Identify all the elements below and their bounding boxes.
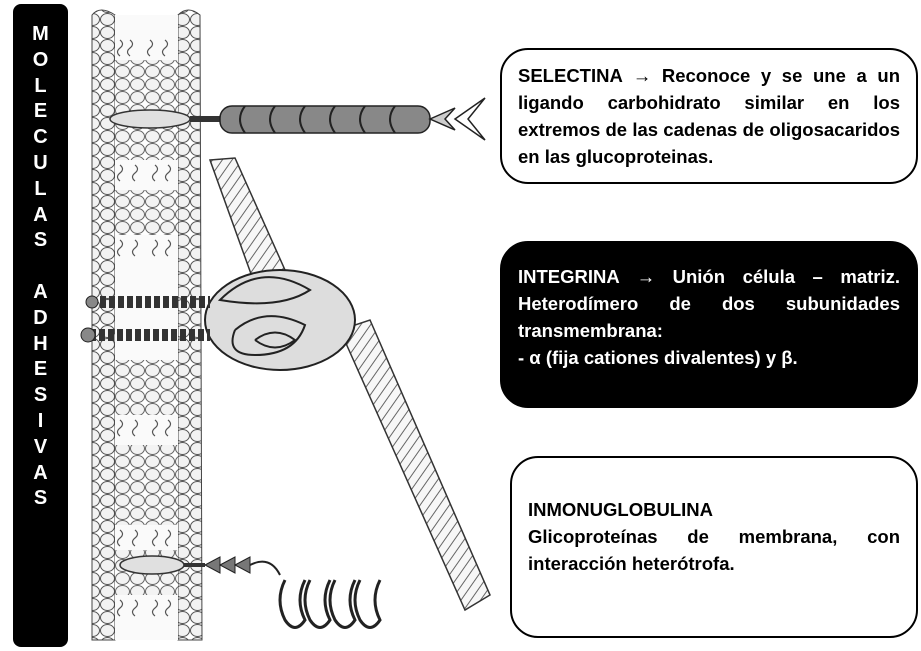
title-letter: C — [33, 126, 48, 149]
integrina-description-box: INTEGRINA → Unión célula – matriz. Heter… — [500, 241, 918, 408]
selectin-molecule — [109, 97, 486, 141]
title-letter: D — [33, 306, 48, 329]
title-letter: V — [33, 435, 48, 458]
integrin-molecule — [80, 157, 491, 612]
inmunoglobulina-text: Glicoproteínas de membrana, con interacc… — [528, 526, 900, 574]
title-letter: L — [34, 74, 47, 97]
title-letter: S — [33, 384, 48, 407]
title-letter: S — [33, 487, 48, 510]
immunoglobulin-molecule — [119, 555, 382, 629]
title-letter: S — [33, 229, 48, 252]
selectina-description-box: SELECTINA → Reconoce y se une a un ligan… — [500, 48, 918, 184]
inmunoglobulina-description-box: INMONUGLOBULINA Glicoproteínas de membra… — [510, 456, 918, 638]
title-letter: E — [33, 100, 48, 123]
membrane-illustration — [80, 9, 491, 641]
title-letter: E — [33, 358, 48, 381]
title-letter: I — [37, 409, 44, 432]
title-letter: A — [33, 280, 48, 303]
vertical-title-bar: M O L E C U L A S A D H E S I V A S — [13, 4, 68, 647]
integrina-text: INTEGRINA → Unión célula – matriz. Heter… — [518, 266, 900, 341]
title-letter: M — [32, 23, 49, 45]
title-letter: L — [34, 177, 47, 200]
title-letter: U — [33, 151, 48, 174]
selectina-text: SELECTINA → Reconoce y se une a un ligan… — [518, 65, 900, 167]
lipid-bilayer — [91, 9, 203, 641]
title-letter: H — [33, 332, 48, 355]
integrina-subunits-text: - α (fija cationes divalentes) y β. — [518, 347, 798, 368]
title-letter: A — [33, 461, 48, 484]
title-letter: A — [33, 203, 48, 226]
inmunoglobulina-title: INMONUGLOBULINA — [528, 499, 713, 520]
title-letter: O — [32, 48, 49, 71]
